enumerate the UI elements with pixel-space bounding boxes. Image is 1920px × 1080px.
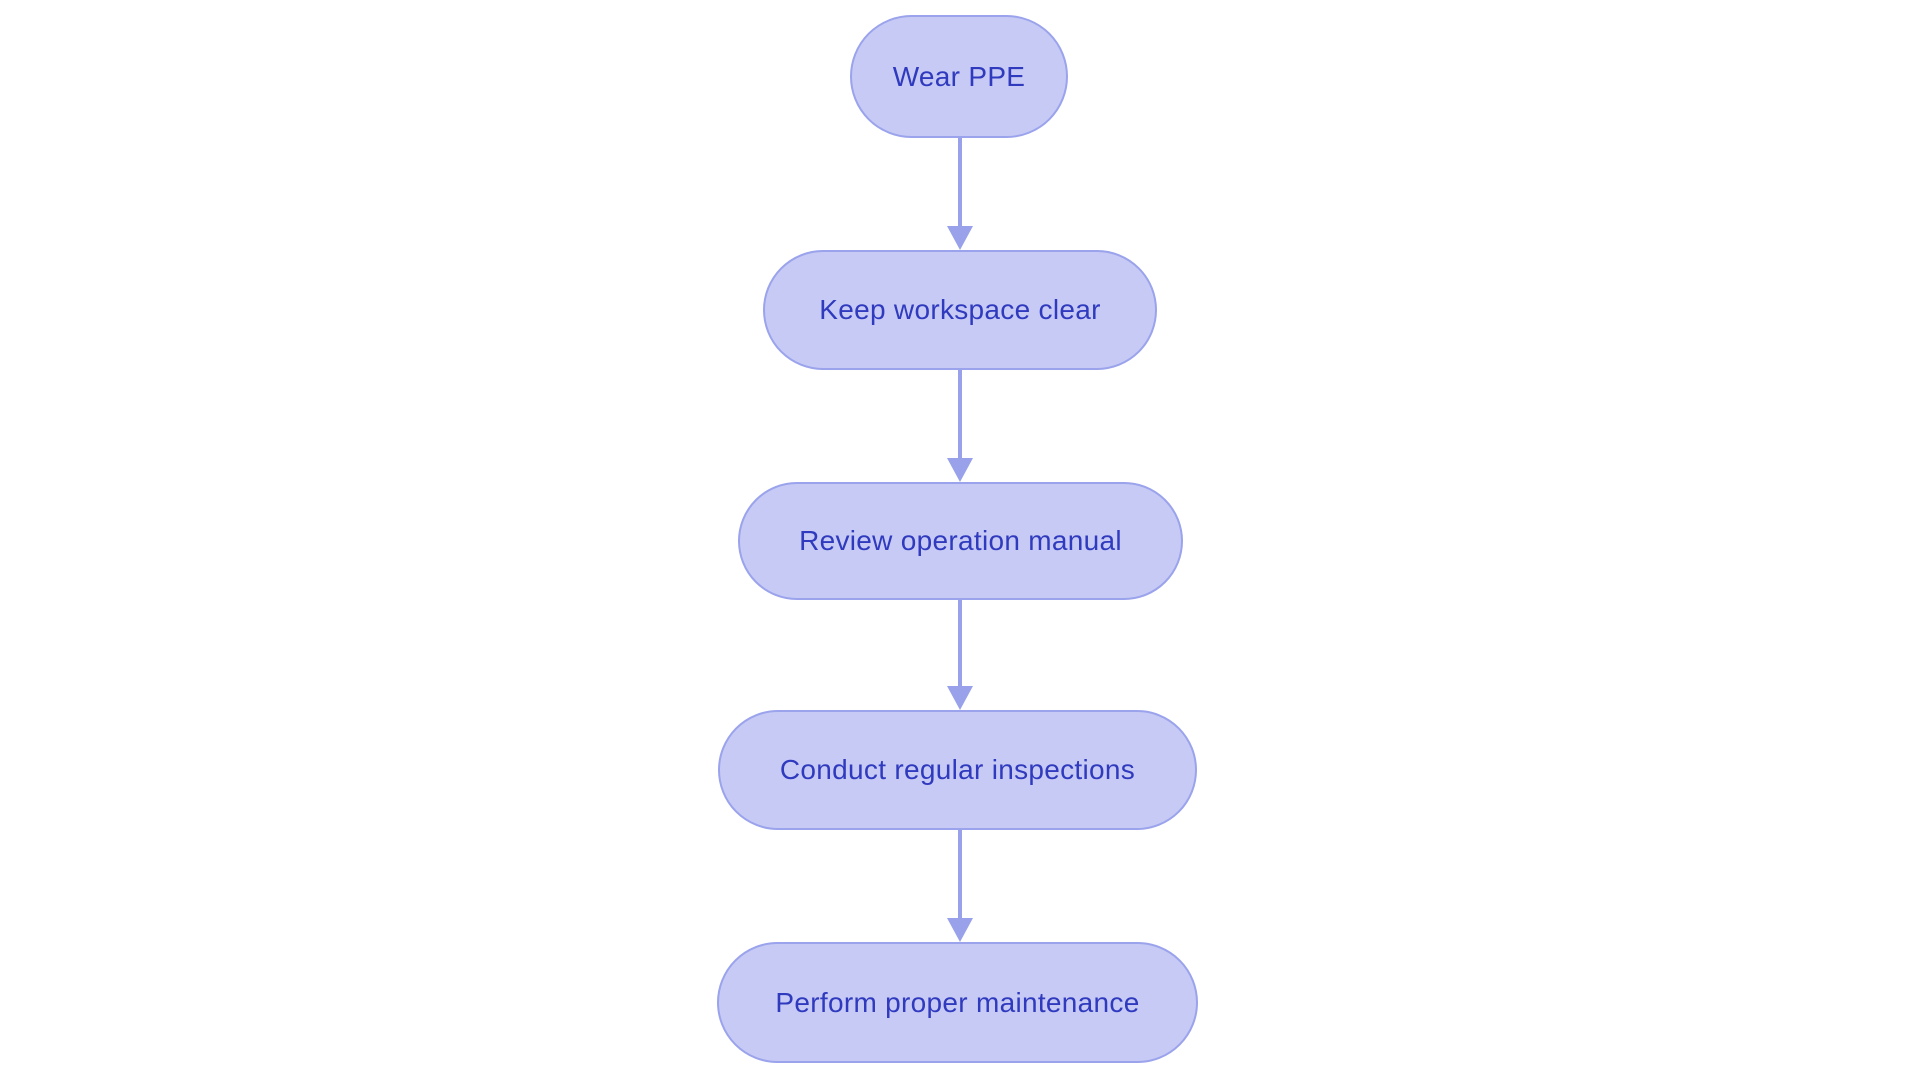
node-label: Wear PPE xyxy=(892,60,1026,92)
flow-node-review-operation-manual: Review operation manual xyxy=(738,482,1183,600)
flow-node-keep-workspace-clear: Keep workspace clear xyxy=(763,250,1157,370)
node-label: Keep workspace clear xyxy=(819,294,1101,325)
flow-node-perform-proper-maintenance: Perform proper maintenance xyxy=(717,942,1198,1063)
arrow-head-down-icon xyxy=(947,686,973,710)
node-label: Conduct regular inspections xyxy=(779,754,1136,785)
flow-arrow-1 xyxy=(947,138,973,250)
flow-arrow-2 xyxy=(947,370,973,482)
arrow-line xyxy=(958,138,962,227)
flow-node-wear-ppe: Wear PPE xyxy=(850,15,1068,138)
node-label: Perform proper maintenance xyxy=(775,986,1140,1018)
flow-node-conduct-regular-inspections: Conduct regular inspections xyxy=(718,710,1197,830)
arrow-line xyxy=(958,830,962,919)
node-label: Review operation manual xyxy=(799,525,1122,556)
arrow-line xyxy=(958,600,962,687)
flow-arrow-4 xyxy=(947,830,973,942)
arrow-line xyxy=(958,370,962,459)
arrow-head-down-icon xyxy=(947,918,973,942)
arrow-head-down-icon xyxy=(947,458,973,482)
flow-arrow-3 xyxy=(947,600,973,710)
arrow-head-down-icon xyxy=(947,226,973,250)
